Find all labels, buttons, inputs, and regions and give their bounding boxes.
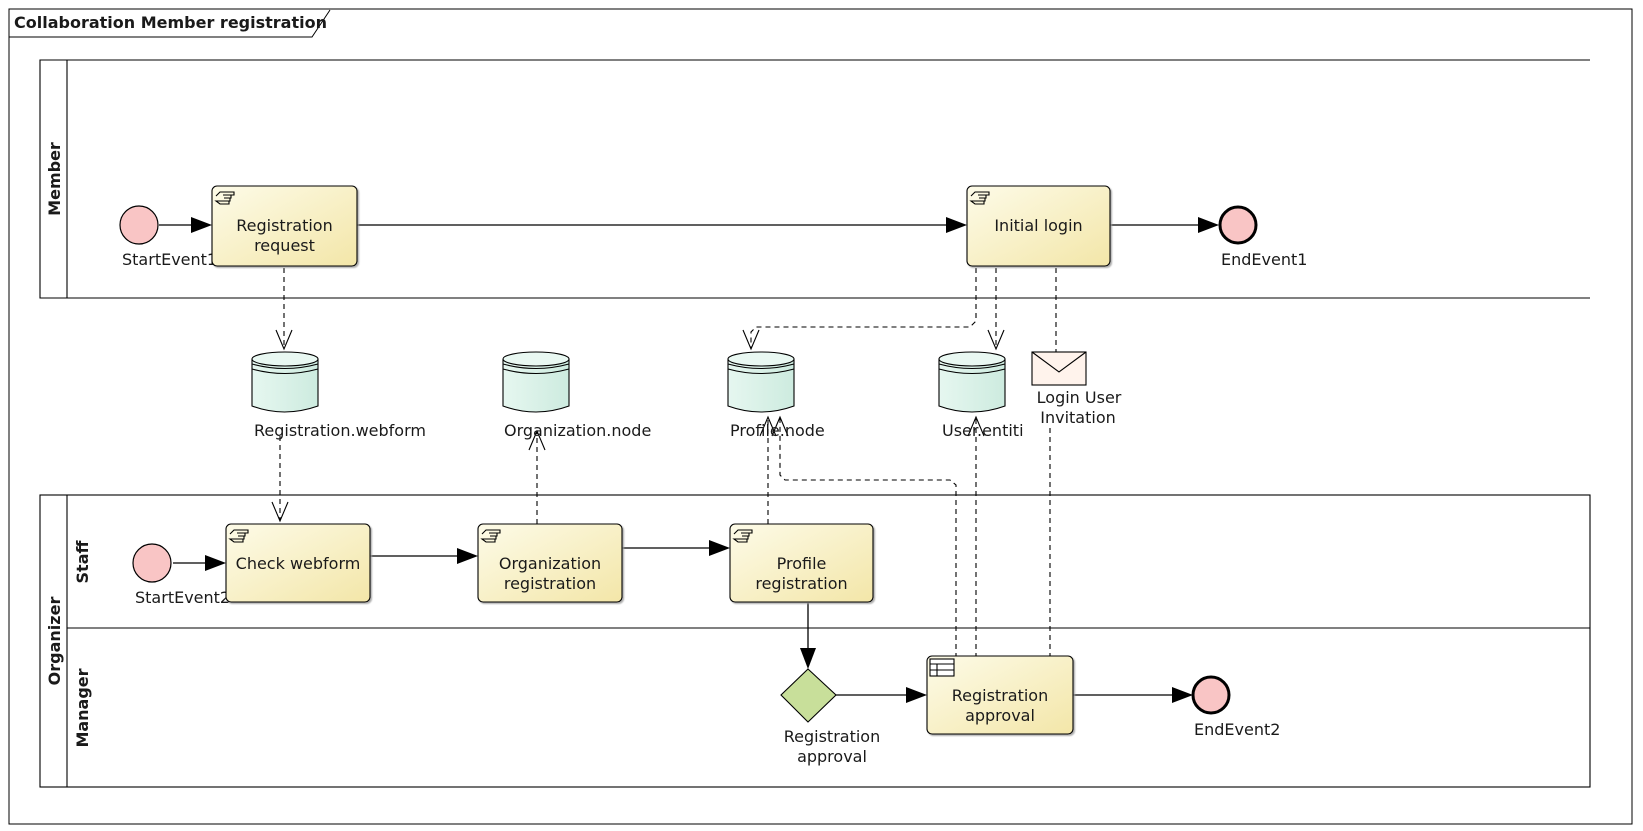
arrowhead xyxy=(709,540,730,556)
arrowhead xyxy=(1172,687,1193,703)
assoc-approval-to-profilenode xyxy=(779,418,957,658)
diagram-frame xyxy=(8,8,1633,825)
pool-member: Member xyxy=(39,59,1590,299)
end-event-1[interactable]: EndEvent1 xyxy=(1218,205,1307,269)
arrowhead xyxy=(457,548,478,564)
message-label-2: Invitation xyxy=(1040,408,1116,427)
datastore-registration-webform[interactable]: Registration.webform xyxy=(251,351,426,440)
arrowhead xyxy=(191,217,212,233)
diagram-title: Collaboration Member registration xyxy=(14,13,327,32)
manual-task-icon xyxy=(214,191,235,205)
start-event-1[interactable]: StartEvent1 xyxy=(119,205,217,269)
arrowhead xyxy=(946,217,967,233)
task-organization-registration[interactable]: Organization registration xyxy=(477,523,623,603)
gateway-label-2: approval xyxy=(797,747,867,766)
start-event-2[interactable]: StartEvent2 xyxy=(132,543,230,607)
lane-manager-label: Manager xyxy=(73,668,92,747)
manual-task-icon xyxy=(732,529,753,543)
task-registration-request[interactable]: Registration request xyxy=(211,185,358,267)
task-registration-request-label-1: Registration xyxy=(236,216,332,235)
task-check-webform[interactable]: Check webform xyxy=(225,523,371,603)
task-initial-login-label: Initial login xyxy=(994,216,1082,235)
arrowhead xyxy=(1198,217,1219,233)
pool-organizer: Organizer Staff Manager xyxy=(39,494,1591,788)
manual-task-icon xyxy=(969,191,990,205)
end-event-1-label: EndEvent1 xyxy=(1221,250,1307,269)
task-registration-approval-label-2: approval xyxy=(965,706,1035,725)
lane-staff-label: Staff xyxy=(73,540,92,584)
open-arrowhead xyxy=(528,429,546,451)
task-registration-approval[interactable]: Registration approval xyxy=(926,655,1074,735)
open-arrowhead xyxy=(271,501,289,523)
arrowhead xyxy=(205,555,226,571)
datastore-user-entiti-label: User.entiti xyxy=(942,421,1024,440)
gateway-label-1: Registration xyxy=(784,727,880,746)
gateway-registration-approval[interactable]: Registration approval xyxy=(780,668,880,766)
task-profile-registration-label-2: registration xyxy=(755,574,847,593)
end-event-2[interactable]: EndEvent2 xyxy=(1191,675,1280,739)
datastore-user-entiti[interactable]: User.entiti xyxy=(938,351,1024,440)
datastore-profile-node-label: Profile.node xyxy=(730,421,825,440)
open-arrowhead xyxy=(967,415,985,437)
pool-organizer-label: Organizer xyxy=(45,597,64,686)
open-arrowhead xyxy=(759,415,777,437)
datastore-registration-webform-label: Registration.webform xyxy=(254,421,426,440)
envelope-icon xyxy=(1031,351,1087,386)
task-organization-registration-label-1: Organization xyxy=(499,554,601,573)
task-registration-approval-label-1: Registration xyxy=(952,686,1048,705)
sequence-flows xyxy=(159,217,1219,703)
task-profile-registration-label-1: Profile xyxy=(777,554,827,573)
end-event-2-label: EndEvent2 xyxy=(1194,720,1280,739)
open-arrowhead xyxy=(771,415,789,437)
start-event-1-label: StartEvent1 xyxy=(122,250,217,269)
pool-member-label: Member xyxy=(45,142,64,216)
title-tab xyxy=(9,9,331,38)
task-initial-login[interactable]: Initial login xyxy=(966,185,1111,267)
datastore-profile-node[interactable]: Profile.node xyxy=(727,351,825,440)
data-associations xyxy=(271,268,1057,658)
open-arrowhead xyxy=(987,329,1005,351)
start-event-2-label: StartEvent2 xyxy=(135,588,230,607)
message-login-user-invitation[interactable]: Login User Invitation xyxy=(1031,351,1122,427)
arrowhead xyxy=(800,648,816,669)
manual-task-icon xyxy=(228,529,249,543)
task-organization-registration-label-2: registration xyxy=(504,574,596,593)
arrowhead xyxy=(906,687,927,703)
open-arrowhead xyxy=(742,329,760,351)
manual-task-icon xyxy=(480,529,501,543)
business-rule-icon xyxy=(929,658,955,677)
datastore-organization-node-label: Organization.node xyxy=(504,421,651,440)
task-profile-registration[interactable]: Profile registration xyxy=(729,523,874,603)
task-check-webform-label: Check webform xyxy=(236,554,361,573)
message-label-1: Login User xyxy=(1037,388,1122,407)
open-arrowhead xyxy=(275,329,293,351)
task-registration-request-label-2: request xyxy=(254,236,315,255)
assoc-login-to-profilenode xyxy=(750,268,977,348)
datastore-organization-node[interactable]: Organization.node xyxy=(502,351,651,440)
